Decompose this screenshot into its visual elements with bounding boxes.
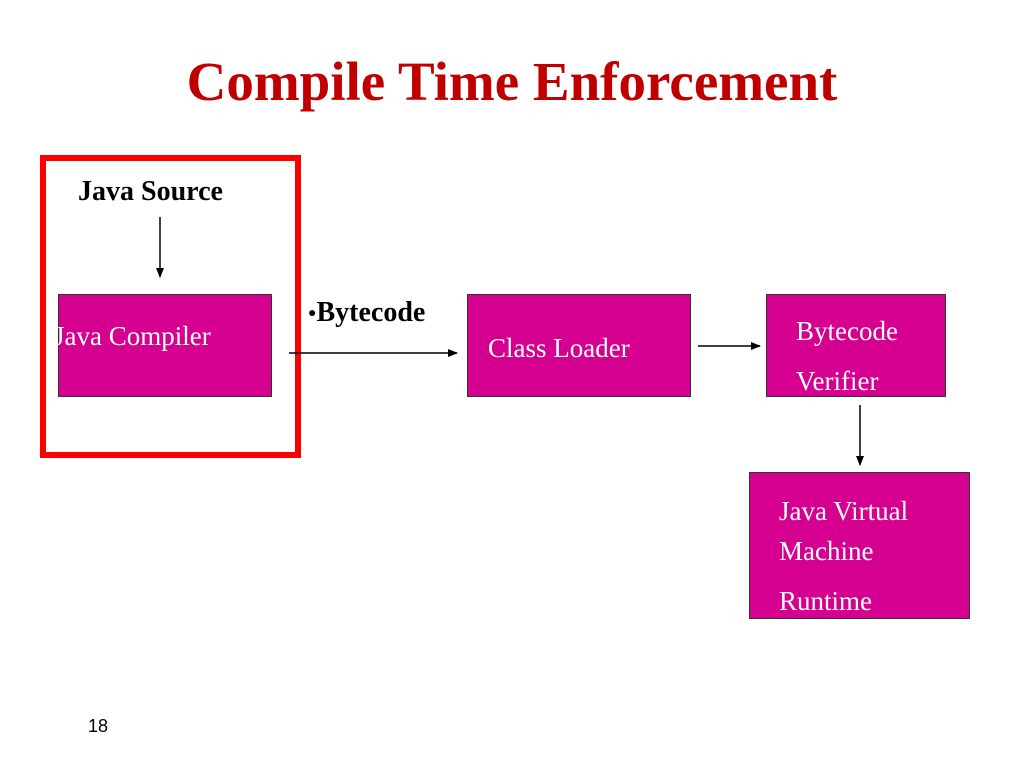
page-number: 18 [88, 716, 109, 736]
jvm-label-line1: Java Virtual [779, 496, 909, 526]
slide-title: Compile Time Enforcement [186, 51, 838, 112]
bytecode-text: Bytecode [316, 297, 426, 328]
class-loader-node [467, 294, 691, 397]
bytecode-edge-label: ●Bytecode [308, 297, 425, 329]
jvm-label-line2: Machine [779, 536, 874, 566]
verifier-label-line2: Verifier [796, 366, 879, 396]
java-source-label: Java Source [78, 176, 223, 207]
java-compiler-label: Java Compiler [54, 321, 211, 351]
bullet-icon: ● [308, 306, 317, 321]
jvm-label-line3: Runtime [779, 586, 872, 616]
class-loader-label: Class Loader [488, 333, 630, 363]
java-compiler-node [58, 294, 272, 397]
jvm-runtime-node [749, 472, 970, 619]
verifier-label-line1: Bytecode [796, 316, 898, 346]
bytecode-verifier-node [766, 294, 946, 397]
compile-stage-highlight [40, 155, 301, 458]
